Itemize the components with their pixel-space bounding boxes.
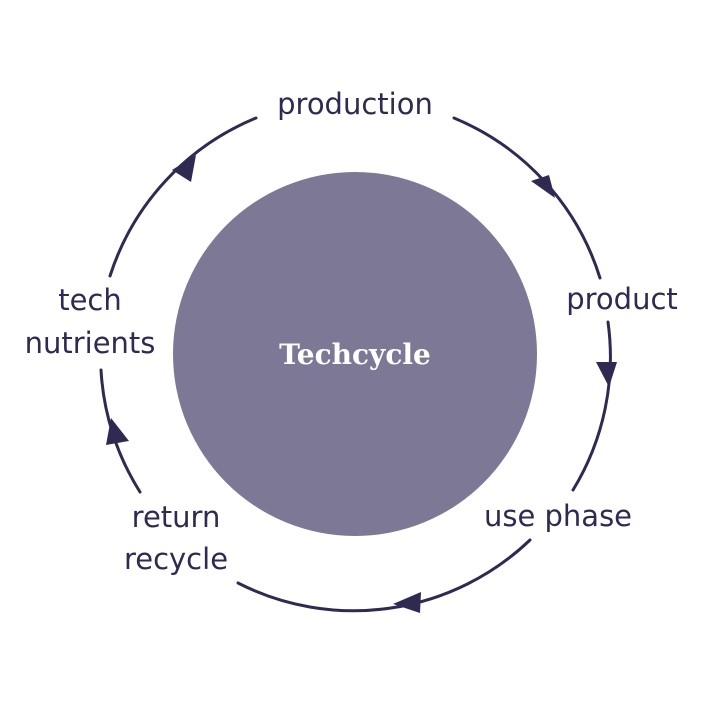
stage-label-return: return — [132, 500, 221, 534]
stage-label-recycle: recycle — [124, 542, 228, 576]
arc-product-to-use-phase — [571, 320, 612, 492]
stage-label-tech: tech — [58, 283, 122, 317]
stage-label-nutrients: nutrients — [25, 326, 156, 360]
stage-label-use-phase: use phase — [484, 499, 632, 533]
center-label: Techcycle — [279, 338, 431, 371]
arrow-icon — [596, 362, 617, 387]
stage-label-production: production — [277, 87, 433, 121]
center-circle — [173, 172, 537, 536]
arrow-icon — [172, 155, 196, 182]
arrow-icon — [531, 175, 555, 198]
arc-use-phase-to-return — [236, 538, 532, 613]
arc-nutrients-to-production — [108, 116, 258, 278]
arrow-icon — [106, 418, 129, 445]
stage-label-product: product — [566, 282, 678, 316]
arrow-icon — [393, 592, 421, 613]
